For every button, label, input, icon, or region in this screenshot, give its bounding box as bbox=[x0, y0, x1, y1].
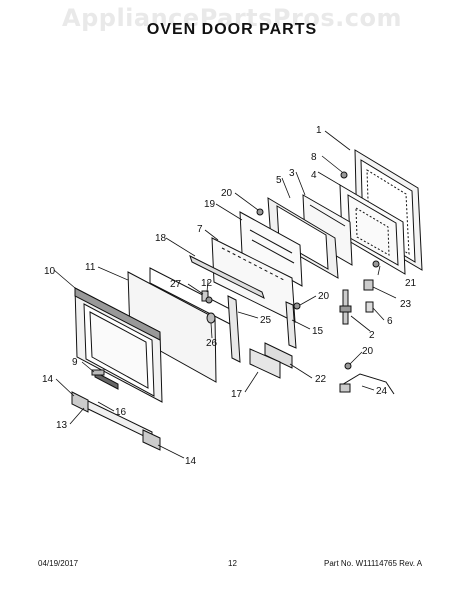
callout-1: 1 bbox=[316, 125, 322, 136]
part-trim bbox=[264, 342, 293, 369]
footer-part-number: Part No. W11114765 Rev. A bbox=[324, 559, 423, 568]
callout-21: 21 bbox=[405, 278, 417, 289]
callout-15: 15 bbox=[312, 326, 324, 337]
part-hinge bbox=[339, 289, 352, 325]
footer-date: 04/19/2017 bbox=[38, 559, 79, 568]
callout-12: 12 bbox=[201, 278, 213, 289]
part-handle bbox=[71, 391, 161, 451]
part-latch-arm bbox=[339, 362, 395, 395]
callout-4: 4 bbox=[311, 170, 317, 181]
footer-page-number: 12 bbox=[228, 559, 237, 568]
callout-22: 22 bbox=[315, 374, 327, 385]
part-outer-door bbox=[74, 287, 163, 403]
callout-9: 9 bbox=[72, 357, 78, 368]
callout-25: 25 bbox=[260, 315, 272, 326]
callout-7: 7 bbox=[197, 224, 203, 235]
part-bracket bbox=[365, 301, 374, 313]
part-screws bbox=[201, 171, 380, 310]
page-title: OVEN DOOR PARTS bbox=[146, 21, 318, 38]
part-clip bbox=[363, 279, 374, 291]
part-side-channel bbox=[285, 301, 297, 349]
callout-20-a: 20 bbox=[221, 188, 233, 199]
part-glass-frame bbox=[267, 197, 339, 279]
callout-10: 10 bbox=[44, 266, 56, 277]
callout-20-b: 20 bbox=[318, 291, 330, 302]
callout-23: 23 bbox=[400, 299, 412, 310]
part-hinge-channel bbox=[227, 295, 241, 363]
callout-8: 8 bbox=[311, 152, 317, 163]
callout-14-a: 14 bbox=[42, 374, 54, 385]
part-bottom-vent bbox=[249, 348, 281, 379]
callout-20-c: 20 bbox=[362, 346, 374, 357]
callout-19: 19 bbox=[204, 199, 216, 210]
callout-27: 27 bbox=[170, 279, 182, 290]
part-bushing bbox=[206, 312, 216, 324]
callout-2: 2 bbox=[369, 330, 375, 341]
callout-16: 16 bbox=[115, 407, 127, 418]
part-vent-strip bbox=[189, 255, 265, 299]
callout-24: 24 bbox=[376, 386, 388, 397]
callout-17: 17 bbox=[231, 389, 243, 400]
callout-3: 3 bbox=[289, 168, 295, 179]
callout-11: 11 bbox=[85, 262, 96, 273]
callout-numbers: 1 8 3 4 5 20 19 7 21 18 23 11 12 27 6 10… bbox=[42, 125, 417, 467]
callout-13: 13 bbox=[56, 420, 68, 431]
callout-18: 18 bbox=[155, 233, 167, 244]
callout-14-b: 14 bbox=[185, 456, 197, 467]
callout-6: 6 bbox=[387, 316, 393, 327]
callout-26: 26 bbox=[206, 338, 218, 349]
watermark: AppliancePartsPros.com bbox=[62, 4, 402, 32]
part-badge bbox=[91, 369, 105, 376]
callout-5: 5 bbox=[276, 175, 282, 186]
leader-lines bbox=[53, 130, 397, 459]
part-heat-shield bbox=[239, 211, 303, 287]
